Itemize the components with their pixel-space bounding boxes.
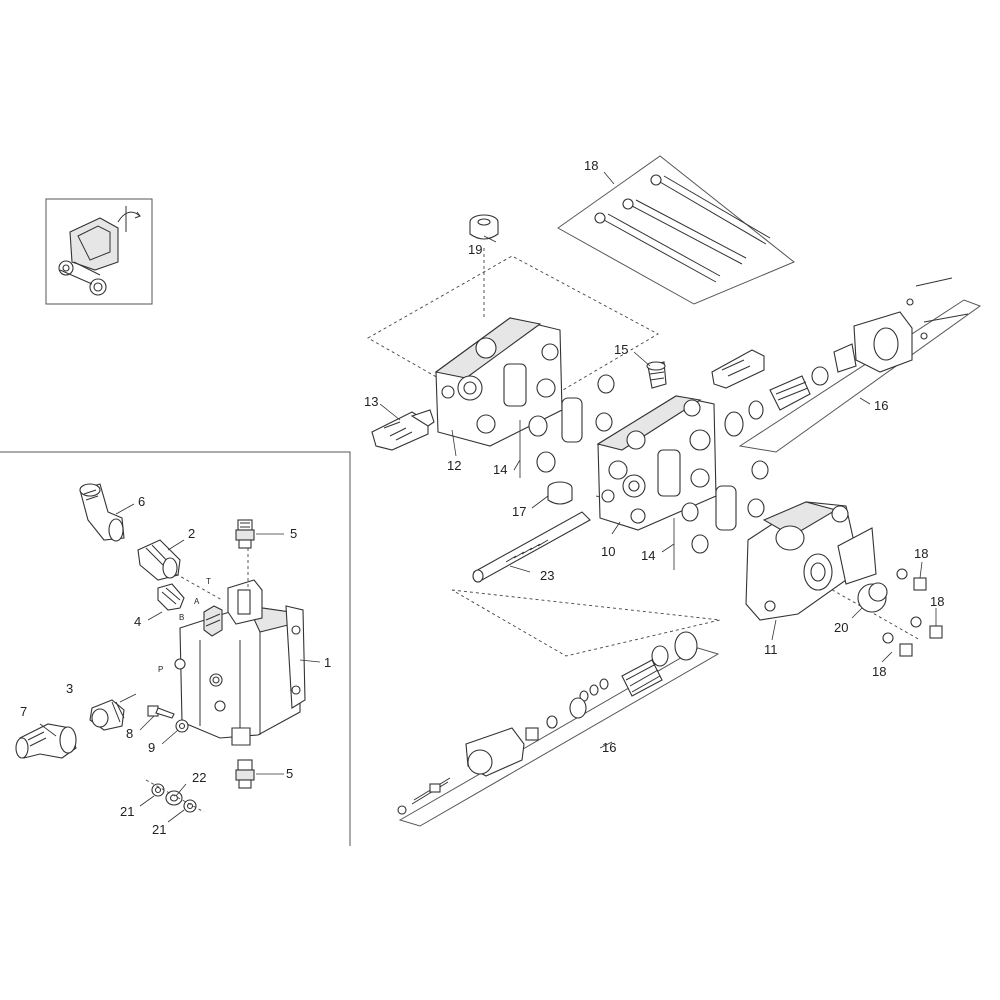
rotation-arrow-icon <box>117 206 141 232</box>
callout-4: 4 <box>134 614 141 629</box>
thumbnail-frame <box>45 198 153 305</box>
callout-3: 3 <box>66 681 73 696</box>
cap-frame-16-bottom <box>398 647 720 827</box>
part-plug-19 <box>469 214 499 240</box>
callout-8: 8 <box>126 726 133 741</box>
inset-frame <box>0 451 351 846</box>
callout-5-top: 5 <box>290 526 297 541</box>
part-adapter-2 <box>137 539 181 581</box>
callout-18-nut-a: 18 <box>914 546 928 561</box>
callout-18-nut-b: 18 <box>930 594 944 609</box>
port-label-a: A <box>194 597 200 606</box>
part-fitting-4 <box>157 583 185 611</box>
part-plug-15 <box>646 361 667 389</box>
callout-18-rods: 18 <box>584 158 598 173</box>
callout-16-top: 16 <box>874 398 888 413</box>
callout-1: 1 <box>324 655 331 670</box>
callout-5-bottom: 5 <box>286 766 293 781</box>
leader-lines <box>39 171 937 823</box>
callout-17: 17 <box>512 504 526 519</box>
port-label-p: P <box>158 665 163 674</box>
part-tie-rods-18 <box>594 174 771 283</box>
part-block-12 <box>434 317 563 447</box>
callout-7: 7 <box>20 704 27 719</box>
callout-16-bottom: 16 <box>602 740 616 755</box>
callout-21-a: 21 <box>120 804 134 819</box>
callout-19: 19 <box>468 242 482 257</box>
bolt-frame-18 <box>557 155 795 305</box>
callout-14-left: 14 <box>493 462 507 477</box>
cap-frame-16-top <box>738 299 982 453</box>
locator-thumbnail <box>45 198 153 305</box>
part-elbow-7 <box>15 723 77 759</box>
part-washer-9 <box>175 719 189 733</box>
callout-9: 9 <box>148 740 155 755</box>
part-adapter-3 <box>89 699 125 731</box>
part-washers-21-22 <box>151 783 197 813</box>
part-block-10 <box>596 395 717 531</box>
part-nuts-18 <box>882 568 943 657</box>
callout-23: 23 <box>540 568 554 583</box>
callout-14-right: 14 <box>641 548 655 563</box>
part-cap-assembly-16-top <box>711 277 969 437</box>
valve-assembly <box>174 579 306 746</box>
part-cap-assembly-16-bottom <box>397 631 698 815</box>
port-label-b: B <box>179 613 184 622</box>
callout-6: 6 <box>138 494 145 509</box>
tractor-thumbnail-icon <box>58 217 119 296</box>
dashed-outline-spool <box>451 589 721 657</box>
part-housing-11 <box>745 501 877 621</box>
part-spool-23 <box>472 511 591 583</box>
part-relief-valve-13 <box>371 409 435 451</box>
adapter-dashline <box>175 573 223 601</box>
part-cap-20 <box>857 582 888 613</box>
part-fitting-5-top <box>235 519 255 549</box>
callout-13: 13 <box>364 394 378 409</box>
part-elbow-6 <box>79 483 125 542</box>
callout-11: 11 <box>764 642 778 657</box>
port-label-t: T <box>206 577 211 586</box>
part-fitting-5-bottom <box>235 759 255 789</box>
callout-20: 20 <box>834 620 848 635</box>
callout-10: 10 <box>601 544 615 559</box>
washer-dashline <box>145 779 205 813</box>
part-orings-14-right <box>673 460 769 570</box>
callout-18-nut-c: 18 <box>872 664 886 679</box>
part-orings-14-left <box>519 374 615 478</box>
part-plug-17 <box>547 481 573 505</box>
callout-2: 2 <box>188 526 195 541</box>
callout-22: 22 <box>192 770 206 785</box>
dashed-outline-top <box>367 255 659 421</box>
callout-12: 12 <box>447 458 461 473</box>
callout-21-b: 21 <box>152 822 166 837</box>
callout-15: 15 <box>614 342 628 357</box>
part-bolt-8 <box>147 705 175 719</box>
